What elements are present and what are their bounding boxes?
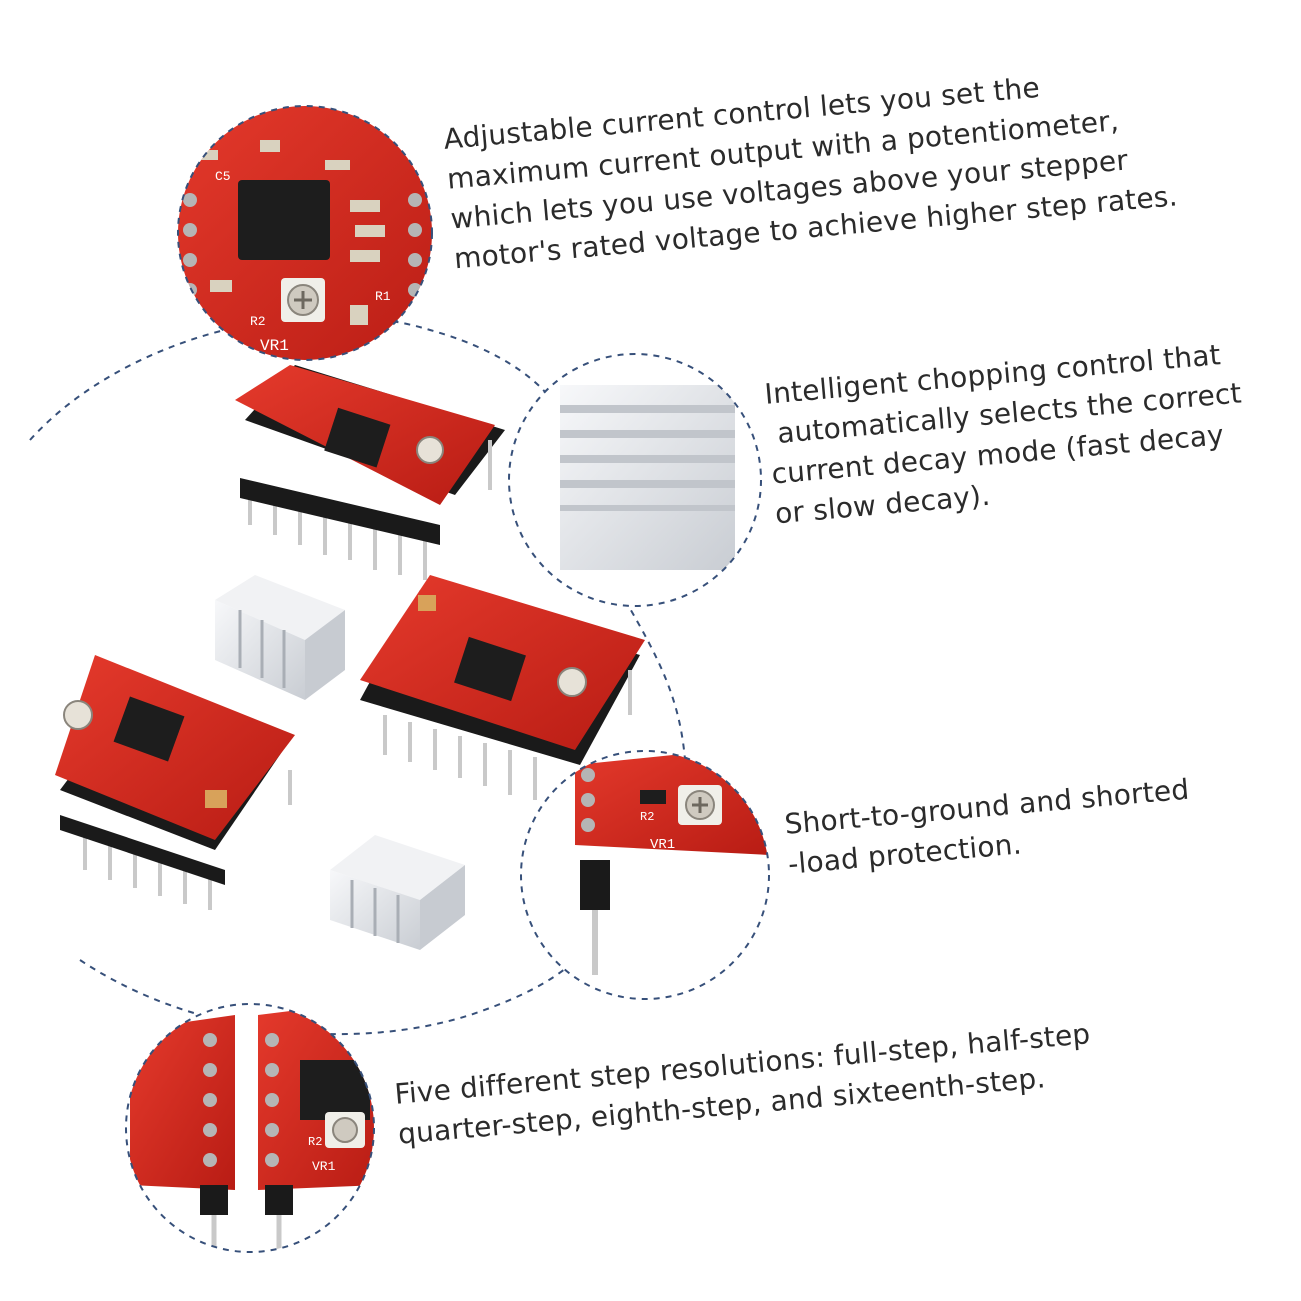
zoom-circle-potentiometer: VR1 R2 R1 C5: [177, 105, 433, 361]
heatsink-small-1: [215, 575, 345, 700]
potentiometer: [557, 667, 587, 697]
potentiometer: [678, 785, 722, 825]
chip: [238, 180, 330, 260]
zoom-circle-protection: VR1 R2: [520, 750, 770, 1000]
pcb-label-vr1: VR1: [260, 337, 289, 355]
driver-board-top: [235, 365, 505, 580]
pcb-label-r2: R2: [250, 314, 266, 329]
potentiometer: [416, 436, 444, 464]
pcb-label-r1: R1: [375, 289, 391, 304]
heatsink-small-2: [330, 835, 465, 950]
pcb-label-r2-zoom3: R2: [640, 810, 654, 824]
zoom-circle-step-resolution: VR1 R2: [125, 1003, 375, 1253]
pcb-label-c5: C5: [215, 169, 231, 184]
dashed-arc-main-lower: [79, 959, 576, 1036]
heatsink-large: [560, 385, 735, 570]
driver-board-left: [55, 655, 295, 910]
potentiometer: [281, 278, 325, 322]
potentiometer: [63, 700, 93, 730]
pcb-label-r2-zoom4: R2: [308, 1135, 322, 1149]
dashed-arc-right: [624, 599, 686, 761]
pcb-label-vr1-zoom3: VR1: [650, 837, 675, 853]
driver-board-center: [360, 575, 645, 800]
zoom-circle-heatsink: [508, 353, 762, 607]
potentiometer: [325, 1112, 365, 1148]
pcb-label-vr1-zoom4: VR1: [312, 1159, 336, 1174]
